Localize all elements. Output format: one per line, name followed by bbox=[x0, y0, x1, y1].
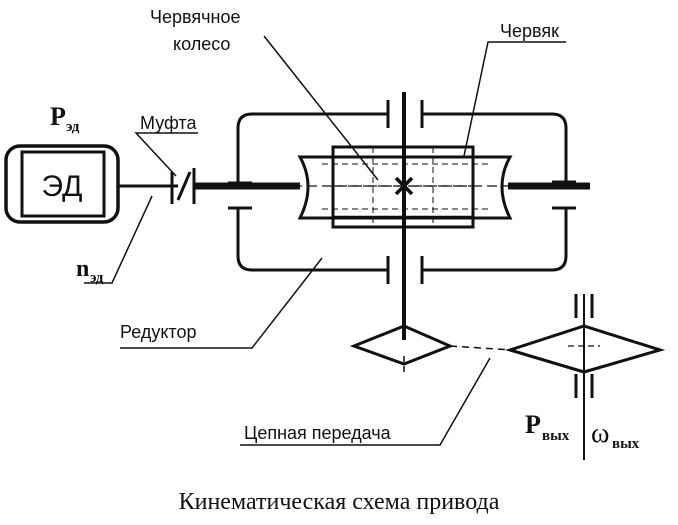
chain-drive-leader bbox=[240, 357, 491, 446]
worm-wheel-label-line2: колесо bbox=[173, 34, 230, 54]
driven-sprocket bbox=[504, 324, 666, 374]
worm-label: Червяк bbox=[500, 21, 559, 41]
output-omega-main: ω bbox=[591, 418, 609, 449]
output-omega-symbol: ω вых bbox=[591, 418, 640, 452]
motor-speed-sub: эд bbox=[90, 270, 104, 286]
output-shaft bbox=[574, 294, 594, 460]
motor-power-main: P bbox=[50, 102, 66, 131]
worm-leader bbox=[463, 41, 566, 157]
motor-speed-main: n bbox=[76, 256, 89, 282]
worm-wheel bbox=[331, 145, 475, 229]
motor-power-symbol: P эд bbox=[50, 102, 80, 135]
coupling-leader bbox=[134, 132, 198, 177]
gearbox-leader bbox=[120, 257, 323, 349]
gearbox-label: Редуктор bbox=[120, 322, 196, 342]
output-power-symbol: P вых bbox=[525, 410, 570, 444]
figure-caption: Кинематическая схема привода bbox=[179, 489, 500, 515]
output-omega-sub: вых bbox=[612, 436, 640, 452]
motor-speed-symbol: n эд bbox=[76, 256, 104, 286]
gearbox-housing bbox=[236, 112, 568, 272]
bearings bbox=[228, 100, 576, 284]
chain bbox=[449, 345, 513, 351]
chain-drive-label: Цепная передача bbox=[244, 423, 392, 443]
output-power-main: P bbox=[525, 410, 541, 439]
motor-speed-leader bbox=[84, 195, 153, 284]
center-cross-icon bbox=[394, 176, 414, 196]
electric-motor: ЭД bbox=[4, 144, 120, 224]
worm-wheel-leader bbox=[263, 35, 379, 181]
output-power-sub: вых bbox=[542, 428, 570, 444]
worm-wheel-label-line1: Червячное bbox=[150, 7, 240, 27]
motor-label: ЭД bbox=[42, 170, 83, 203]
motor-power-sub: эд bbox=[66, 119, 80, 135]
coupling-label: Муфта bbox=[140, 113, 197, 133]
